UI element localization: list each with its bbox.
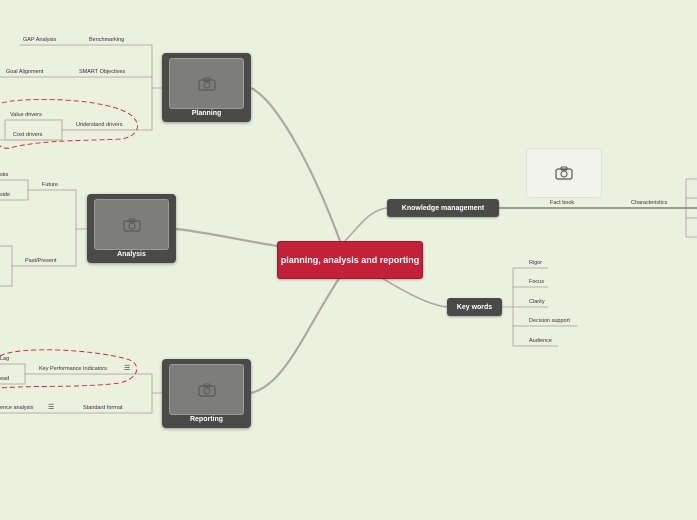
keyword-audience[interactable]: Audience xyxy=(529,338,552,344)
keyword-clarity[interactable]: Clarity xyxy=(529,299,545,305)
keyword-focus[interactable]: Focus xyxy=(529,279,544,285)
knowledge-management-node[interactable]: Knowledge management xyxy=(387,199,499,217)
camera-icon xyxy=(122,217,141,232)
reporting-node[interactable]: Reporting xyxy=(162,359,251,428)
fact-book-topic[interactable]: Fact book xyxy=(550,200,575,206)
notes-icon[interactable]: ☰ xyxy=(124,365,131,372)
future-child-topic[interactable]: sks xyxy=(0,172,9,178)
gap-analysis-topic[interactable]: GAP Analysis xyxy=(23,37,57,43)
cost-drivers-topic[interactable]: Cost drivers xyxy=(13,132,43,138)
planning-boundary xyxy=(0,99,138,149)
smart-objectives-topic[interactable]: SMART Objectives xyxy=(79,69,126,75)
key-words-label: Key words xyxy=(456,303,493,311)
reporting-label: Reporting xyxy=(189,416,224,423)
keyword-rigor[interactable]: Rigor xyxy=(529,260,543,266)
camera-icon xyxy=(555,166,573,180)
lead-topic[interactable]: ead xyxy=(0,376,10,382)
kpi-topic[interactable]: Key Performance Indicators xyxy=(39,366,107,372)
value-drivers-topic[interactable]: Value drivers xyxy=(10,112,42,118)
notes-icon[interactable]: ☰ xyxy=(48,404,55,411)
characteristics-topic[interactable]: Characteristics xyxy=(631,200,668,206)
lag-topic[interactable]: Lag xyxy=(0,356,10,362)
analysis-node[interactable]: Analysis xyxy=(87,194,176,263)
reporting-boundary xyxy=(0,349,138,389)
goal-alignment-topic[interactable]: Goal Alignment xyxy=(6,69,44,75)
central-topic-label: planning, analysis and reporting xyxy=(280,254,420,265)
past-present-topic[interactable]: Past/Present xyxy=(25,258,57,264)
camera-icon xyxy=(197,382,216,397)
planning-node[interactable]: Planning xyxy=(162,53,251,122)
analysis-label: Analysis xyxy=(117,251,146,258)
knowledge-management-label: Knowledge management xyxy=(401,204,485,212)
keyword-decision-support[interactable]: Decision support xyxy=(529,318,570,324)
standard-format-topic[interactable]: Standard format xyxy=(83,405,123,411)
analysis-image-placeholder xyxy=(94,199,169,250)
understand-drivers-topic[interactable]: Understand drivers xyxy=(76,122,123,128)
variance-analysis-topic[interactable]: ence analysis xyxy=(0,405,34,411)
fact-book-image[interactable] xyxy=(526,148,602,198)
reporting-image-placeholder xyxy=(169,364,244,415)
future-topic[interactable]: Future xyxy=(42,182,58,188)
future-child-topic[interactable]: side xyxy=(0,192,11,198)
central-topic[interactable]: planning, analysis and reporting xyxy=(277,241,423,279)
planning-image-placeholder xyxy=(169,58,244,109)
planning-label: Planning xyxy=(191,110,222,117)
camera-icon xyxy=(197,76,216,91)
key-words-node[interactable]: Key words xyxy=(447,298,502,316)
benchmarking-topic[interactable]: Benchmarking xyxy=(89,37,125,43)
